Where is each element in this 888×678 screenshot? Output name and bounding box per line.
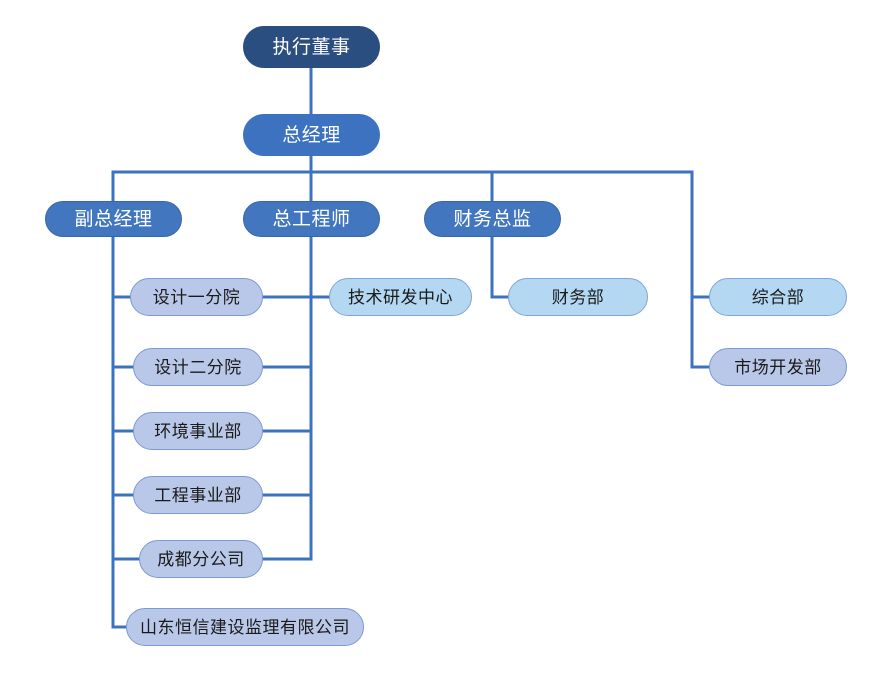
org-node-label-financial-director: 财务总监 — [453, 208, 532, 230]
org-node-chengdu-branch[interactable]: 成都分公司 — [139, 540, 263, 578]
org-node-design-institute-2[interactable]: 设计二分院 — [133, 348, 263, 386]
org-node-executive-director[interactable]: 执行董事 — [243, 26, 380, 68]
org-node-chief-engineer[interactable]: 总工程师 — [243, 201, 380, 237]
org-node-shandong-hengxin-supervision[interactable]: 山东恒信建设监理有限公司 — [126, 608, 364, 646]
org-node-label-deputy-general-manager: 副总经理 — [74, 208, 153, 230]
org-node-general-manager[interactable]: 总经理 — [243, 114, 380, 156]
org-node-deputy-general-manager[interactable]: 副总经理 — [45, 201, 182, 237]
org-node-label-tech-rd-center: 技术研发中心 — [348, 287, 453, 307]
org-node-environment-division[interactable]: 环境事业部 — [133, 412, 263, 450]
org-node-label-design-institute-2: 设计二分院 — [154, 357, 242, 377]
org-node-general-affairs-department[interactable]: 综合部 — [709, 278, 847, 316]
org-node-engineering-division[interactable]: 工程事业部 — [133, 476, 263, 514]
org-node-label-market-development-department: 市场开发部 — [734, 357, 822, 377]
org-node-label-shandong-hengxin-supervision: 山东恒信建设监理有限公司 — [140, 617, 350, 637]
org-node-label-finance-department: 财务部 — [551, 287, 605, 307]
org-node-label-executive-director: 执行董事 — [272, 36, 351, 58]
org-node-tech-rd-center[interactable]: 技术研发中心 — [329, 278, 472, 316]
org-node-market-development-department[interactable]: 市场开发部 — [709, 348, 847, 386]
org-node-label-general-affairs-department: 综合部 — [751, 287, 805, 307]
org-node-financial-director[interactable]: 财务总监 — [424, 201, 561, 237]
org-node-design-institute-1[interactable]: 设计一分院 — [130, 278, 263, 316]
org-node-finance-department[interactable]: 财务部 — [508, 278, 648, 316]
org-node-label-environment-division: 环境事业部 — [154, 421, 242, 441]
org-node-label-design-institute-1: 设计一分院 — [152, 287, 241, 307]
org-node-label-chengdu-branch: 成都分公司 — [157, 549, 245, 569]
org-node-label-chief-engineer: 总工程师 — [272, 208, 351, 230]
org-node-label-engineering-division: 工程事业部 — [154, 485, 242, 505]
org-node-label-general-manager: 总经理 — [282, 124, 341, 146]
